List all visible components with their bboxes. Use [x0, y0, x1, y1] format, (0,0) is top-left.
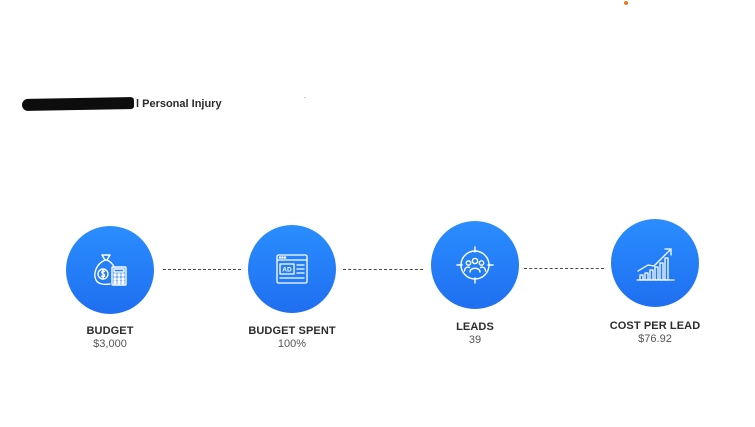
budget-metric-circle — [66, 226, 154, 314]
budget-spent-value: 100% — [277, 338, 307, 350]
leads-label: LEADS — [456, 321, 494, 333]
ad-browser-window-icon: AD — [276, 254, 308, 284]
stray-mark — [304, 97, 306, 98]
leads-metric: LEADS 39 — [456, 321, 494, 346]
money-bag-calculator-icon — [94, 254, 127, 286]
budget-spent-metric-circle: AD — [248, 225, 336, 313]
report-title-text: l Personal Injury — [136, 98, 222, 110]
budget-value: $3,000 — [93, 338, 127, 350]
connector-dash-1 — [163, 269, 241, 270]
svg-text:AD: AD — [282, 267, 292, 274]
budget-spent-label: BUDGET SPENT — [248, 325, 336, 337]
connector-dash-2 — [343, 269, 423, 270]
budget-label: BUDGET — [86, 325, 134, 337]
cost-per-lead-metric: COST PER LEAD $76.92 — [610, 320, 701, 345]
redacted-client-name — [21, 97, 135, 111]
cost-per-lead-value: $76.92 — [638, 333, 672, 345]
leads-value: 39 — [468, 334, 482, 346]
target-audience-icon — [456, 246, 494, 284]
growth-bar-chart-icon — [636, 248, 675, 281]
cost-per-lead-label: COST PER LEAD — [609, 320, 701, 332]
budget-spent-metric: BUDGET SPENT 100% — [248, 325, 335, 350]
cost-per-lead-metric-circle — [611, 219, 699, 307]
connector-dash-3 — [524, 268, 604, 269]
budget-metric: BUDGET $3,000 — [86, 325, 133, 350]
leads-metric-circle — [431, 221, 519, 309]
report-title: l Personal Injury — [21, 96, 222, 112]
orange-marker-dot — [624, 1, 628, 5]
